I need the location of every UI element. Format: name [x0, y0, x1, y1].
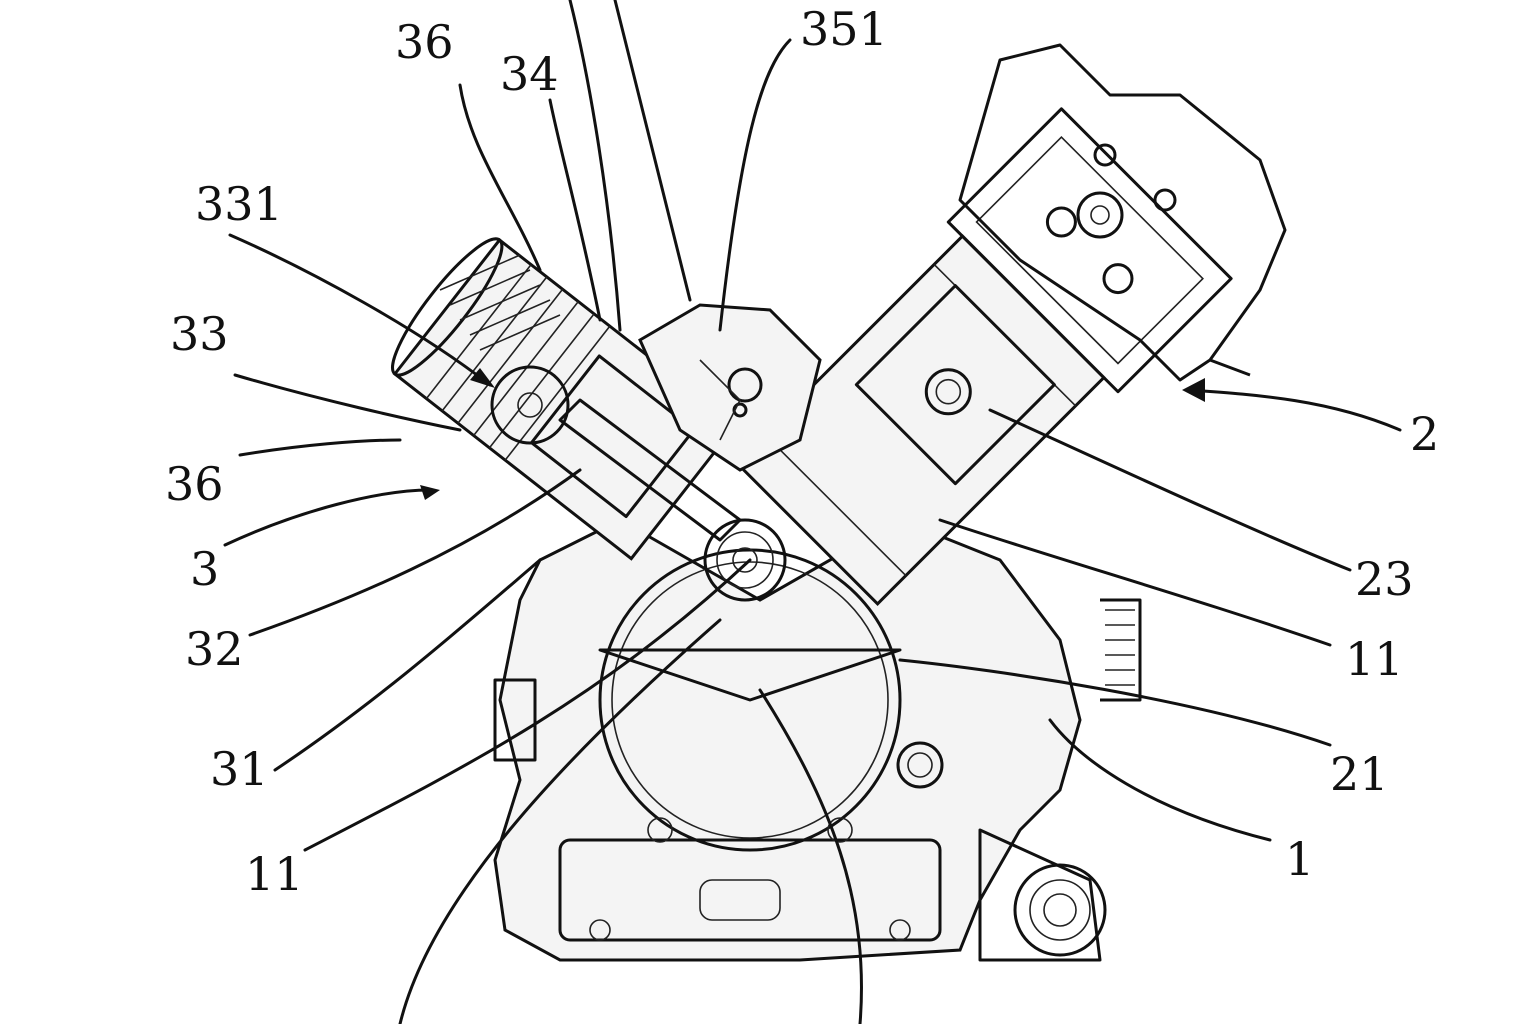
right-side-cover-fins	[1100, 600, 1140, 700]
label-31: 31	[210, 742, 269, 796]
label-3: 3	[190, 542, 219, 596]
label-11-right: 11	[1345, 632, 1404, 686]
label-23: 23	[1355, 552, 1414, 606]
label-34: 34	[500, 47, 559, 101]
label-36-mid: 36	[165, 457, 224, 511]
label-1: 1	[1285, 832, 1314, 886]
label-11-left: 11	[245, 847, 304, 901]
label-351: 351	[800, 2, 888, 56]
label-36-top: 36	[395, 15, 454, 69]
crankcase-body	[495, 520, 1105, 960]
label-32: 32	[185, 622, 244, 676]
label-331: 331	[195, 177, 283, 231]
label-2: 2	[1410, 407, 1439, 461]
label-33: 33	[170, 307, 229, 361]
label-21: 21	[1330, 747, 1389, 801]
